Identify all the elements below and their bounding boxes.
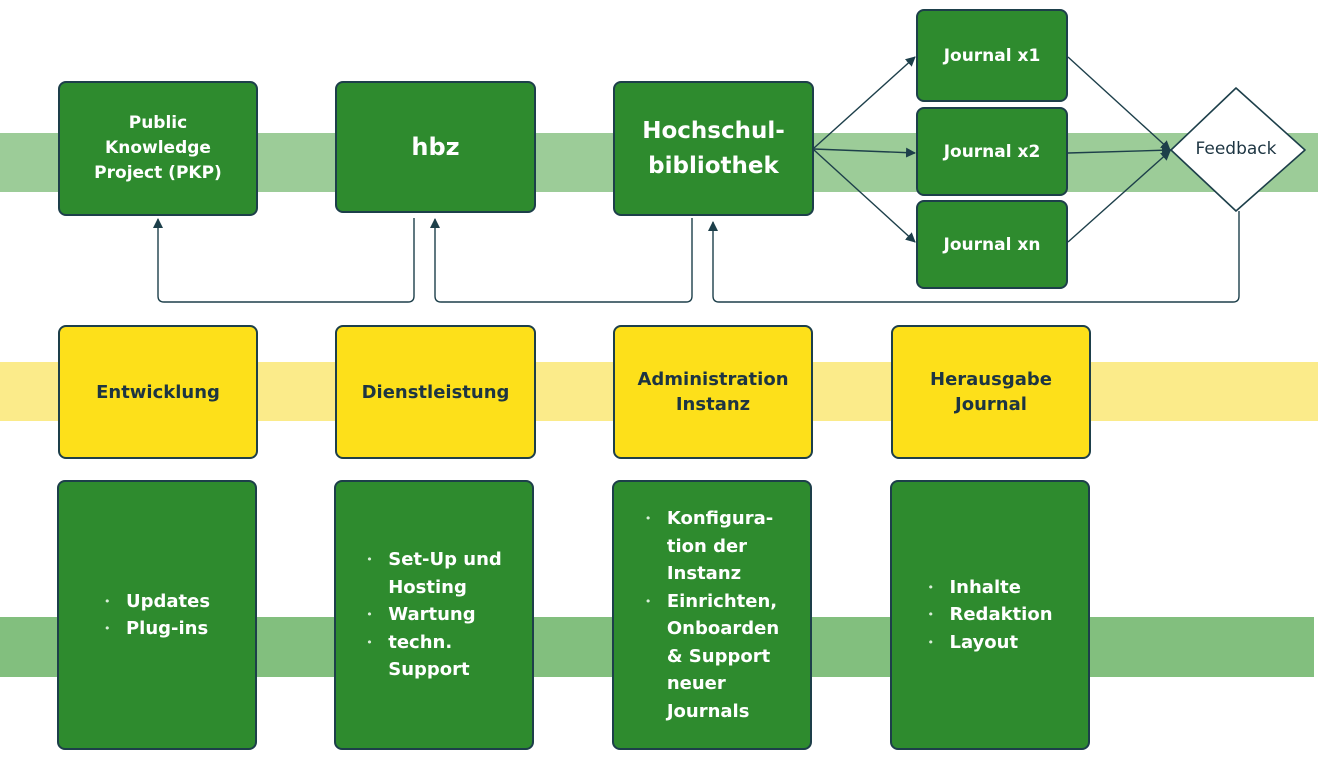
tasks-herausgabe: Inhalte Redaktion Layout: [890, 480, 1090, 750]
tasks-entwicklung-list: Updates Plug-ins: [104, 588, 210, 643]
list-item: Einrichten, Onboarden & Support neuer Jo…: [645, 588, 779, 726]
node-pkp-label: Public Knowledge Project (PKP): [94, 113, 222, 183]
role-administration-label: Administration Instanz: [637, 369, 789, 415]
role-dienstleistung-label: Dienstleistung: [361, 381, 510, 403]
node-hbz: hbz: [335, 81, 536, 213]
tasks-administration: Konfigura- tion der Instanz Einrichten, …: [612, 480, 812, 750]
node-feedback-label: Feedback: [1195, 139, 1277, 159]
role-dienstleistung: Dienstleistung: [335, 325, 536, 459]
list-item: Redaktion: [927, 601, 1052, 629]
role-herausgabe: Herausgabe Journal: [891, 325, 1091, 459]
tasks-herausgabe-list: Inhalte Redaktion Layout: [927, 574, 1052, 657]
list-item: techn. Support: [366, 629, 502, 684]
node-pkp: Public Knowledge Project (PKP): [58, 81, 258, 216]
list-item: Updates: [104, 588, 210, 616]
node-journal-x2-label: Journal x2: [943, 141, 1041, 162]
tasks-dienstleistung-list: Set-Up und Hosting Wartung techn. Suppor…: [366, 546, 502, 684]
arrow-hochschule-to-journal-x2: [813, 147, 916, 158]
node-journal-xn: Journal xn: [916, 200, 1068, 289]
arrow-hochschule-to-hbz: [430, 218, 693, 303]
list-item: Plug-ins: [104, 615, 210, 643]
node-hbz-label: hbz: [411, 133, 460, 161]
list-item: Inhalte: [927, 574, 1052, 602]
arrow-journal-xn-to-feedback: [1067, 150, 1171, 243]
node-journal-x1-label: Journal x1: [943, 45, 1041, 66]
node-journal-x2: Journal x2: [916, 107, 1068, 196]
node-hochschulbibliothek-label: Hochschul- bibliothek: [642, 117, 785, 179]
list-item: Layout: [927, 629, 1052, 657]
role-entwicklung: Entwicklung: [58, 325, 258, 459]
arrow-journal-x2-to-feedback: [1067, 145, 1172, 156]
arrow-hochschule-to-journal-xn: [813, 149, 916, 243]
role-administration: Administration Instanz: [613, 325, 813, 459]
node-journal-xn-label: Journal xn: [943, 234, 1041, 255]
list-item: Set-Up und Hosting: [366, 546, 502, 601]
arrow-hbz-to-pkp: [153, 218, 415, 303]
node-hochschulbibliothek: Hochschul- bibliothek: [613, 81, 814, 216]
tasks-dienstleistung: Set-Up und Hosting Wartung techn. Suppor…: [334, 480, 534, 750]
feedback-diamond: [1170, 87, 1306, 212]
arrow-journal-x1-to-feedback: [1067, 56, 1171, 151]
arrow-hochschule-to-journal-x1: [813, 56, 916, 149]
node-journal-x1: Journal x1: [916, 9, 1068, 102]
list-item: Wartung: [366, 601, 502, 629]
role-entwicklung-label: Entwicklung: [96, 381, 220, 403]
arrow-feedback-to-hochschule: [708, 211, 1240, 303]
tasks-administration-list: Konfigura- tion der Instanz Einrichten, …: [645, 505, 779, 725]
tasks-entwicklung: Updates Plug-ins: [57, 480, 257, 750]
list-item: Konfigura- tion der Instanz: [645, 505, 779, 588]
role-herausgabe-label: Herausgabe Journal: [930, 369, 1052, 415]
